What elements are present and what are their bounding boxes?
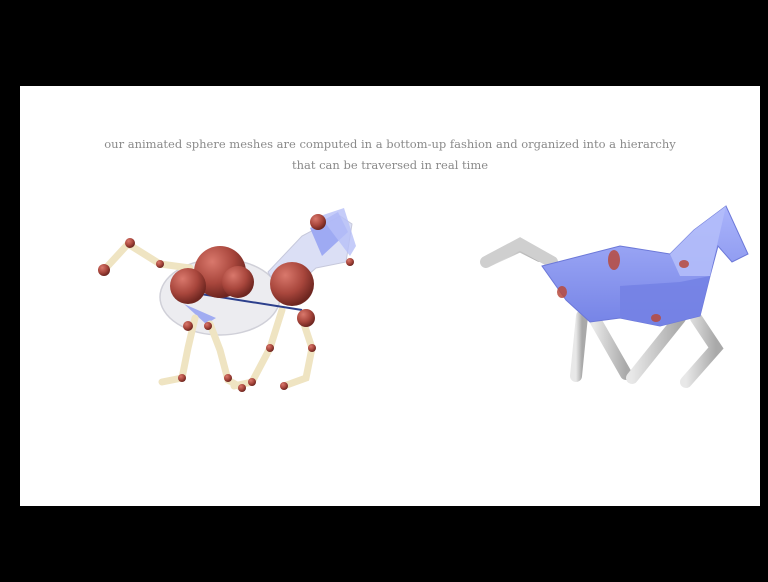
sphere-3 [222, 266, 254, 298]
bottom-letterbox [0, 506, 768, 582]
horse-illustrations [20, 86, 760, 506]
blended-mesh-horse [486, 206, 748, 382]
sphere-4 [270, 262, 314, 306]
sphere-5 [297, 309, 315, 327]
sphere-mesh-horse [98, 208, 356, 392]
video-frame: our animated sphere meshes are computed … [20, 86, 760, 506]
sphere-2 [170, 268, 206, 304]
sphere-6 [310, 214, 326, 230]
tail-bones [105, 244, 190, 269]
top-letterbox [0, 0, 768, 86]
mesh-neck [670, 206, 726, 276]
